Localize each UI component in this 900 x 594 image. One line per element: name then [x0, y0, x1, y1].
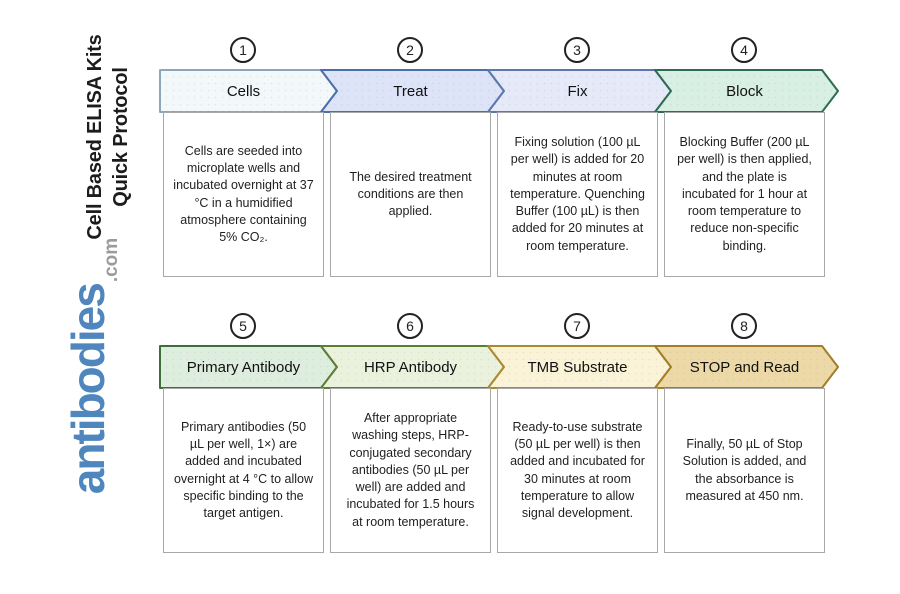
step-number-badge: 3	[564, 37, 590, 63]
vertical-title: Cell Based ELISA Kits Quick Protocol	[82, 34, 134, 239]
title-line-2: Quick Protocol	[110, 67, 132, 207]
step-description-box: The desired treatment conditions are the…	[330, 112, 491, 277]
step-number: 6	[406, 318, 414, 334]
step-description-box: Ready-to-use substrate (50 µL per well) …	[497, 388, 658, 553]
arrow-banner-row2	[159, 345, 839, 389]
step-description-box: Cells are seeded into microplate wells a…	[163, 112, 324, 277]
arrow-segment-texture	[488, 70, 671, 112]
step-description-text: The desired treatment conditions are the…	[349, 169, 472, 219]
step-description-box: After appropriate washing steps, HRP-con…	[330, 388, 491, 553]
step-number: 1	[239, 42, 247, 58]
arrow-banner-row1	[159, 69, 839, 113]
step-description-text: Fixing solution (100 µL per well) is add…	[510, 135, 645, 253]
step-number: 8	[740, 318, 748, 334]
step-description-box: Finally, 50 µL of Stop Solution is added…	[664, 388, 825, 553]
step-number: 2	[406, 42, 414, 58]
logo-text: antibodies	[62, 284, 114, 495]
step-description-box: Fixing solution (100 µL per well) is add…	[497, 112, 658, 277]
arrow-segment-texture	[160, 346, 337, 388]
arrow-segment-texture	[321, 70, 504, 112]
arrow-segment-texture	[488, 346, 671, 388]
arrow-segment-texture	[321, 346, 504, 388]
arrow-segment-texture	[655, 346, 838, 388]
step-description-text: Primary antibodies (50 µL per well, 1×) …	[173, 419, 314, 520]
arrow-segment-texture	[160, 70, 337, 112]
step-number: 3	[573, 42, 581, 58]
step-number: 7	[573, 318, 581, 334]
step-number-badge: 6	[397, 313, 423, 339]
step-description-text: Cells are seeded into microplate wells a…	[173, 143, 314, 244]
step-description-text: After appropriate washing steps, HRP-con…	[346, 411, 475, 529]
step-description-box: Blocking Buffer (200 µL per well) is the…	[664, 112, 825, 277]
logo-domain-suffix: .com	[101, 237, 122, 283]
step-description-text: Finally, 50 µL of Stop Solution is added…	[682, 437, 807, 503]
step-description-text: Blocking Buffer (200 µL per well) is the…	[677, 135, 812, 253]
step-number-badge: 4	[731, 37, 757, 63]
step-number-badge: 1	[230, 37, 256, 63]
step-number-badge: 8	[731, 313, 757, 339]
step-number: 4	[740, 42, 748, 58]
step-number: 5	[239, 318, 247, 334]
brand-logo: antibodies.com	[61, 238, 122, 495]
title-line-1: Cell Based ELISA Kits	[84, 34, 106, 240]
step-number-badge: 7	[564, 313, 590, 339]
step-description-box: Primary antibodies (50 µL per well, 1×) …	[163, 388, 324, 553]
step-number-badge: 5	[230, 313, 256, 339]
step-description-text: Ready-to-use substrate (50 µL per well) …	[510, 419, 645, 520]
arrow-segment-texture	[655, 70, 838, 112]
step-number-badge: 2	[397, 37, 423, 63]
